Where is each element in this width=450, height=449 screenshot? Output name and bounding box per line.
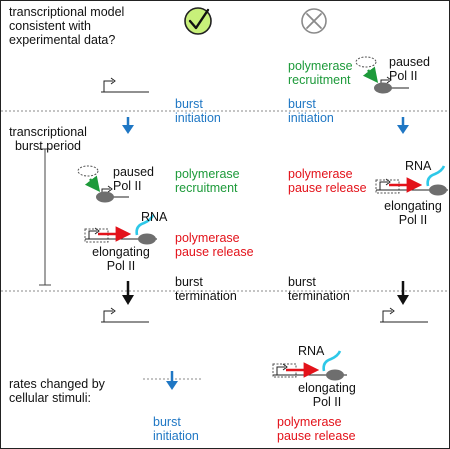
burst-initiation-arrow	[122, 117, 134, 134]
label-elongating-pol-left: elongating Pol II	[92, 245, 150, 273]
elongating-polymerase-right	[375, 165, 448, 196]
stimuli-label: rates changed by cellular stimuli:	[9, 377, 105, 405]
label-burst-termination-left: burst termination	[175, 275, 237, 303]
gene-promoter-icon	[101, 77, 149, 93]
check-icon	[184, 7, 212, 35]
label-rna-right: RNA	[405, 159, 432, 173]
label-elongating-pol-right: elongating Pol II	[384, 199, 442, 227]
label-pause-release-left: polymerase pause release	[175, 231, 254, 259]
stimuli-elongating-polymerase	[272, 350, 347, 381]
burst-termination-arrow	[397, 281, 409, 305]
label-elongating-pol-stimuli: elongating Pol II	[298, 381, 356, 409]
label-paused-pol-right: paused Pol II	[389, 55, 431, 83]
elongating-polymerase-left	[84, 214, 157, 245]
label-burst-termination-right: burst termination	[288, 275, 350, 303]
label-burst-initiation-left: burst initiation	[175, 97, 221, 125]
label-recruitment-left: polymerase recruitment	[175, 167, 240, 195]
gene-promoter-icon	[101, 307, 149, 323]
burst-initiation-arrow	[397, 117, 409, 134]
burst-period-label: transcriptional burst period	[9, 125, 87, 153]
gene-promoter-icon	[380, 307, 428, 323]
model-question: transcriptional model consistent with ex…	[9, 5, 125, 47]
label-recruitment-right: polymerase recruitment	[288, 59, 353, 87]
stimuli-initiation-arrow	[143, 371, 201, 390]
label-pause-release-stimuli: polymerase pause release	[277, 415, 356, 443]
label-paused-pol-left: paused Pol II	[113, 165, 155, 193]
label-pause-release-right: polymerase pause release	[288, 167, 367, 195]
label-rna-stimuli: RNA	[298, 344, 325, 358]
burst-termination-arrow	[122, 281, 134, 305]
label-rna-left: RNA	[141, 210, 168, 224]
label-burst-initiation-right: burst initiation	[288, 97, 334, 125]
paused-polymerase-right	[355, 56, 409, 94]
label-burst-initiation-stimuli: burst initiation	[153, 415, 199, 443]
burst-period-bracket	[39, 148, 51, 286]
paused-polymerase-left	[77, 165, 129, 203]
cross-icon	[301, 8, 327, 34]
